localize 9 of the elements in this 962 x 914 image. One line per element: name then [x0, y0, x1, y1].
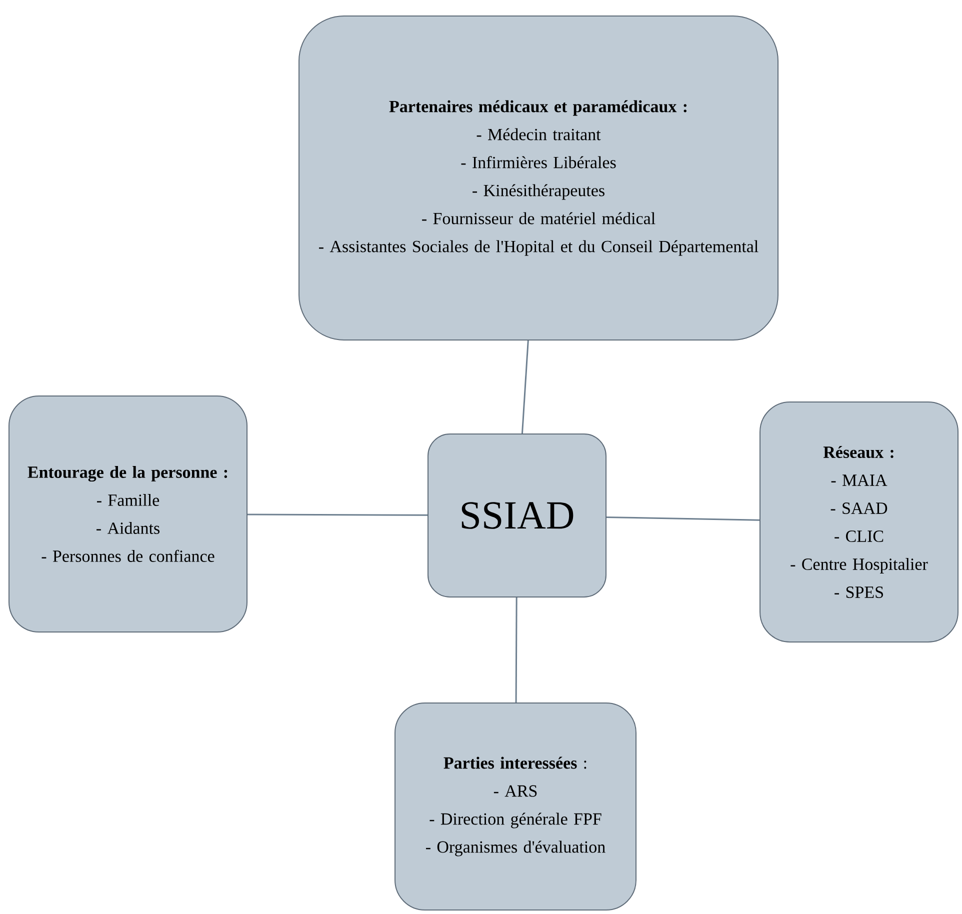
rounded-box: Partenaires médicaux et paramédicaux : - Médecin traitant - Infirmières Libérales - Kinésithérapeutes - Fournisseur de matériel médical - Assistantes Sociales de l'Hopital et du Conseil Départemental — [298, 16, 778, 340]
center-box: SSIAD — [428, 434, 606, 598]
connector-line — [515, 598, 518, 702]
rounded-box: Parties interessées : - ARS - Direction générale FPF - Organismes d'évaluation — [394, 702, 636, 910]
connector-line — [606, 516, 760, 521]
connector-line — [248, 514, 428, 516]
connector-line — [521, 340, 529, 434]
rounded-box: Réseaux : - MAIA - SAAD - CLIC - Centre Hospitalier - SPES — [760, 402, 958, 642]
rounded-box: Entourage de la personne : - Famille - Aidants - Personnes de confiance — [8, 396, 248, 632]
